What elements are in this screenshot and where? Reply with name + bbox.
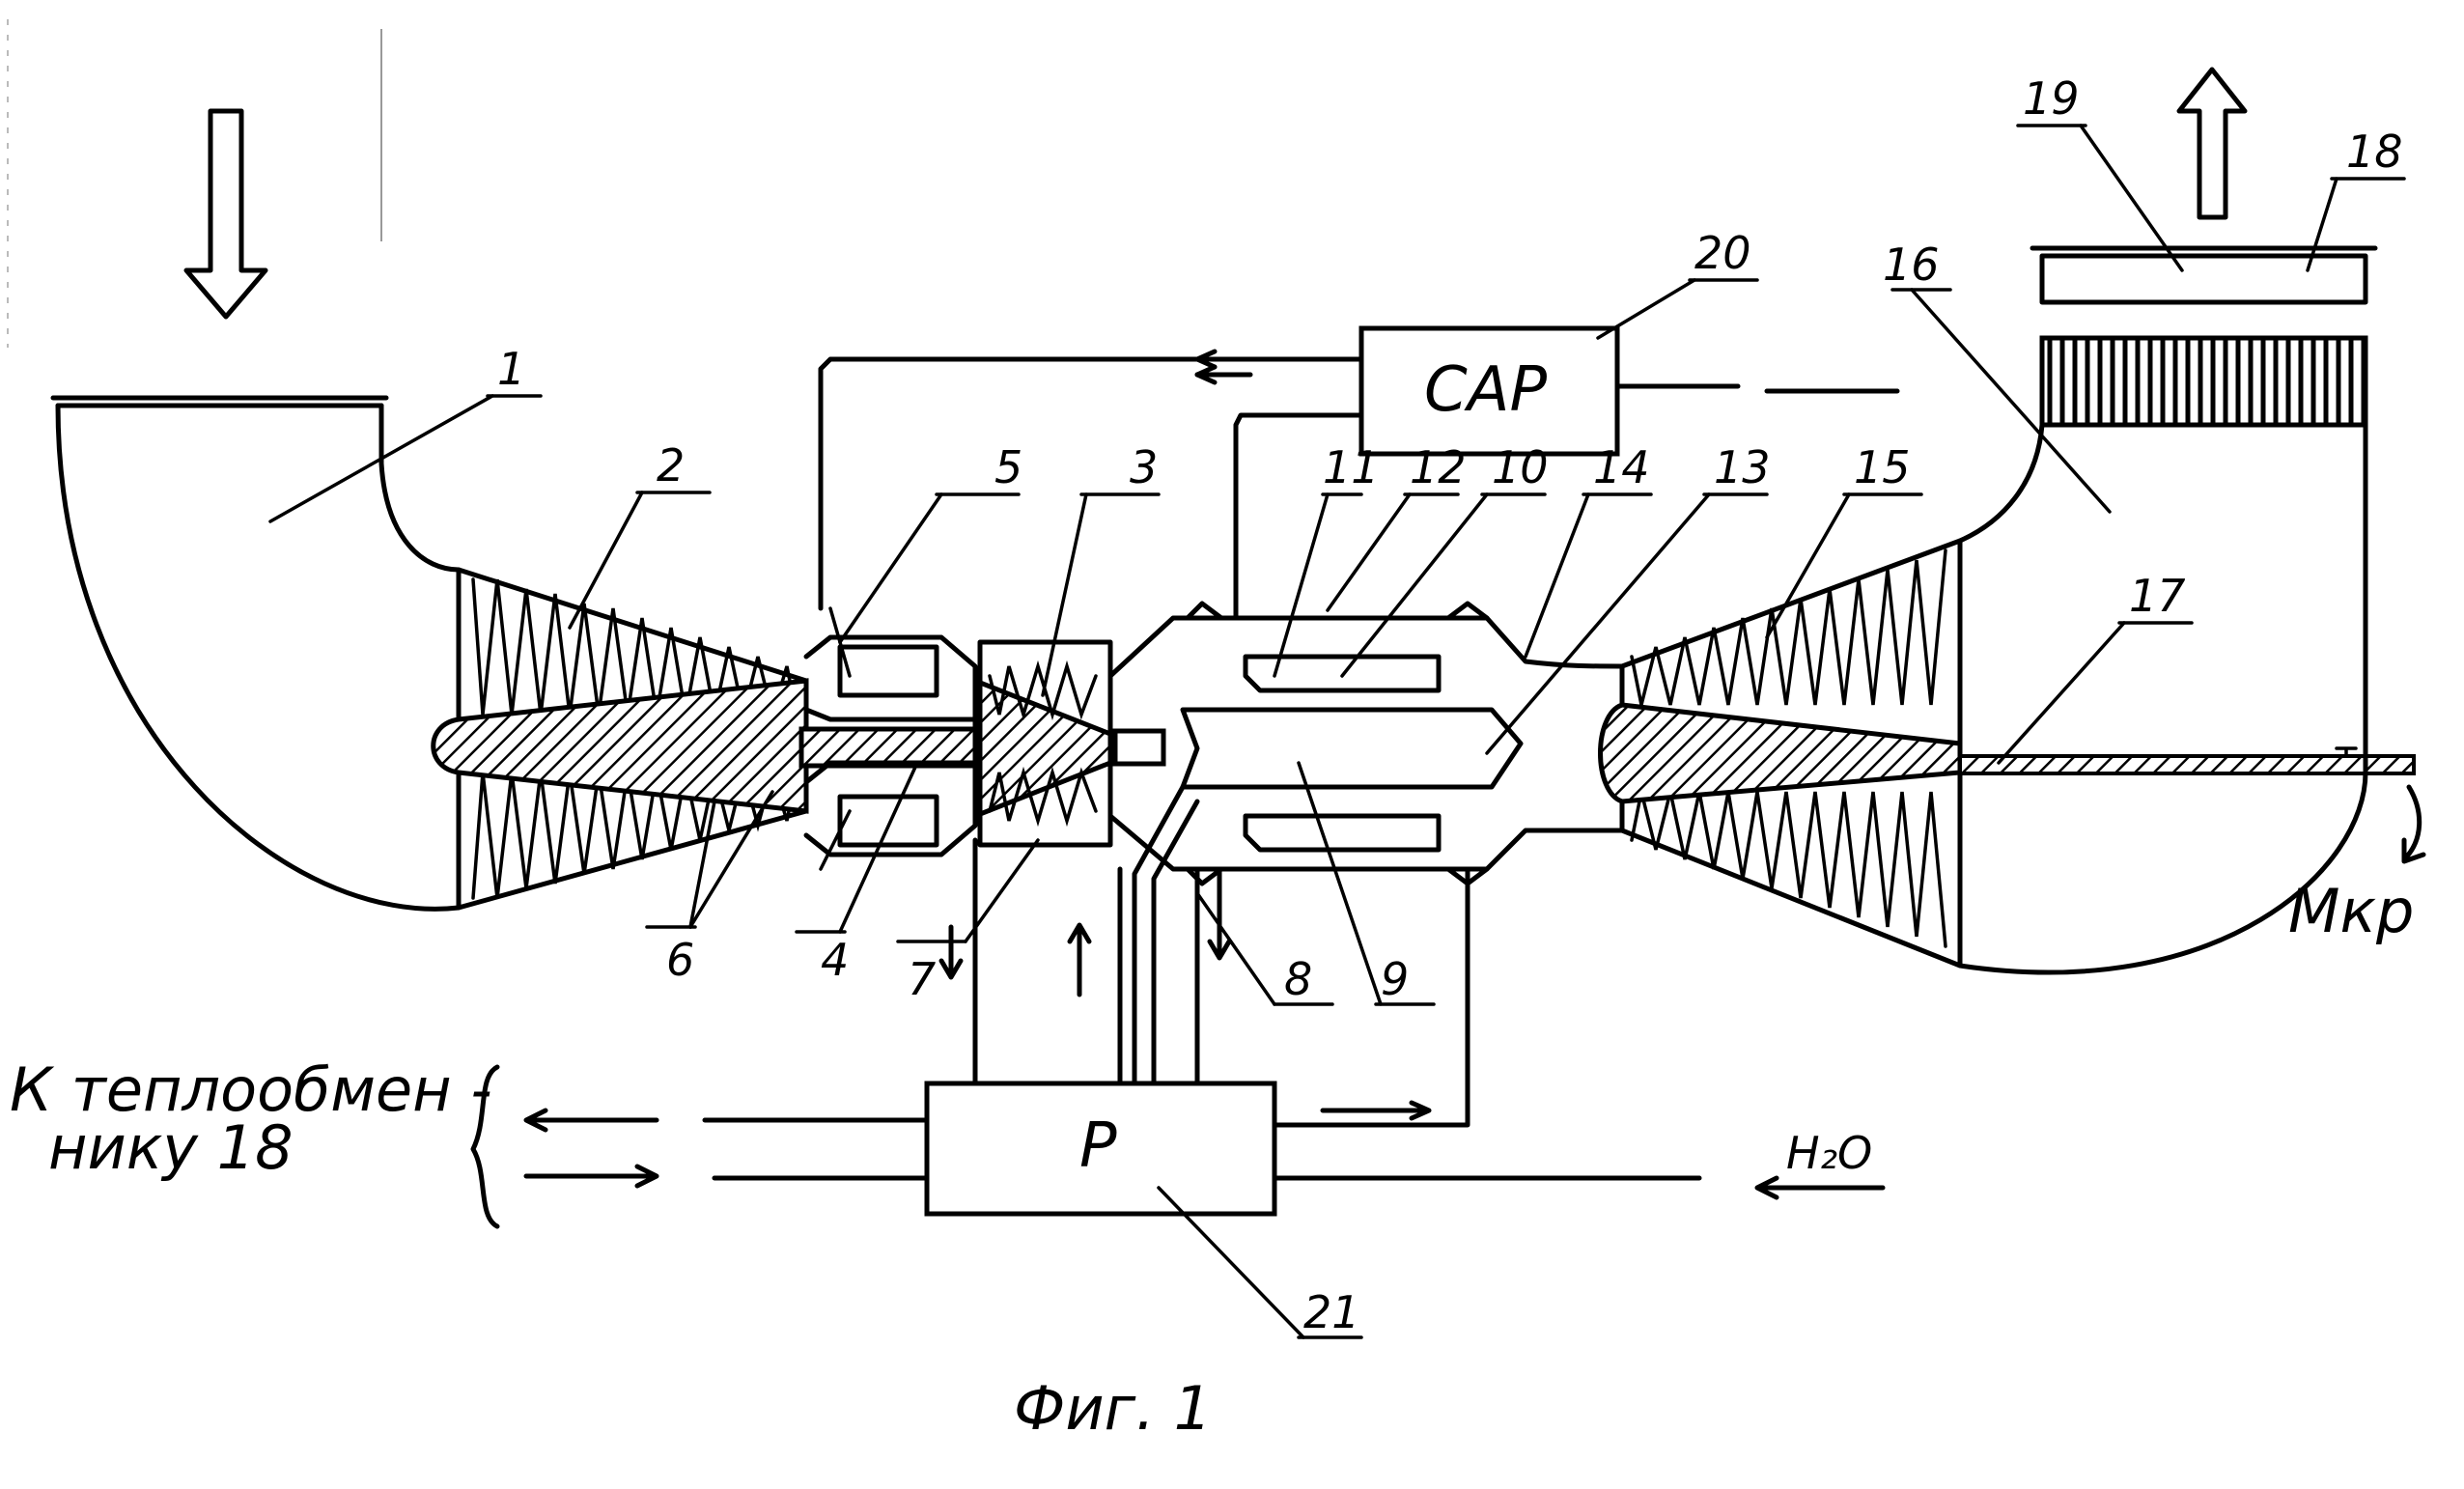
- label-11: 11: [1323, 441, 1380, 493]
- water-input: H₂O: [1754, 1127, 1886, 1200]
- label-6: 6: [666, 934, 694, 986]
- sar-controller: САР: [818, 325, 1900, 621]
- inlet-duct: [50, 395, 462, 912]
- label-20: 20: [1694, 227, 1751, 279]
- heat-exchanger-line1: К теплообмен -: [10, 1054, 492, 1125]
- label-3: 3: [1130, 441, 1158, 493]
- scan-artifacts: [7, 19, 382, 348]
- label-15: 15: [1854, 441, 1911, 493]
- sar-label: САР: [1424, 354, 1547, 426]
- inlet-arrow: [183, 108, 268, 320]
- label-19: 19: [2023, 72, 2080, 125]
- label-12: 12: [1410, 441, 1467, 493]
- label-13: 13: [1714, 441, 1771, 493]
- heat-exchanger-line2: нику 18: [48, 1112, 294, 1183]
- exhaust-duct: [1957, 245, 2378, 975]
- heat-exchanger-arrows: К теплообмен - нику 18: [10, 1054, 659, 1229]
- label-10: 10: [1492, 441, 1549, 493]
- figure-caption: Фиг. 1: [1014, 1373, 1212, 1444]
- label-18: 18: [2346, 126, 2403, 178]
- power-turbine: [1598, 538, 1963, 969]
- label-2: 2: [657, 439, 685, 492]
- torque-label: Мкр: [2288, 876, 2414, 946]
- label-4: 4: [821, 934, 849, 986]
- label-16: 16: [1883, 239, 1940, 291]
- label-1: 1: [497, 343, 525, 395]
- reference-numbers: 1 2 5 3 11 12 10 14 13 15 16 17 18 19 20…: [268, 72, 2406, 1339]
- torque-indicator: Мкр: [2288, 784, 2426, 946]
- label-21: 21: [1303, 1286, 1360, 1338]
- r-label: Р: [1079, 1110, 1117, 1182]
- r-unit: Р: [702, 784, 1702, 1217]
- exhaust-arrow: [2176, 67, 2248, 220]
- water-label: H₂O: [1786, 1127, 1872, 1179]
- label-7: 7: [908, 953, 936, 1005]
- output-shaft: [1958, 746, 2416, 775]
- combustion-chambers: [803, 606, 978, 871]
- label-17: 17: [2129, 570, 2186, 622]
- label-9: 9: [1381, 953, 1409, 1005]
- turbine-stage: [977, 639, 1113, 848]
- label-14: 14: [1593, 441, 1650, 493]
- label-5: 5: [994, 441, 1022, 493]
- label-8: 8: [1284, 953, 1312, 1005]
